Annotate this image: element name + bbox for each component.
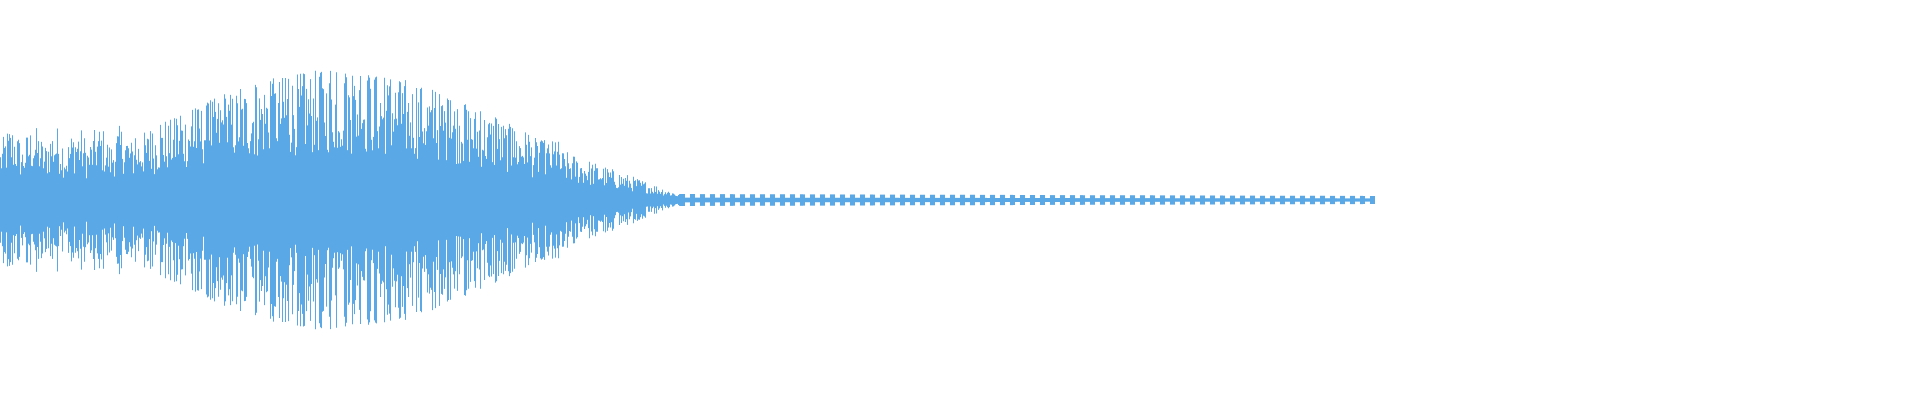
waveform-lines <box>0 70 1375 330</box>
